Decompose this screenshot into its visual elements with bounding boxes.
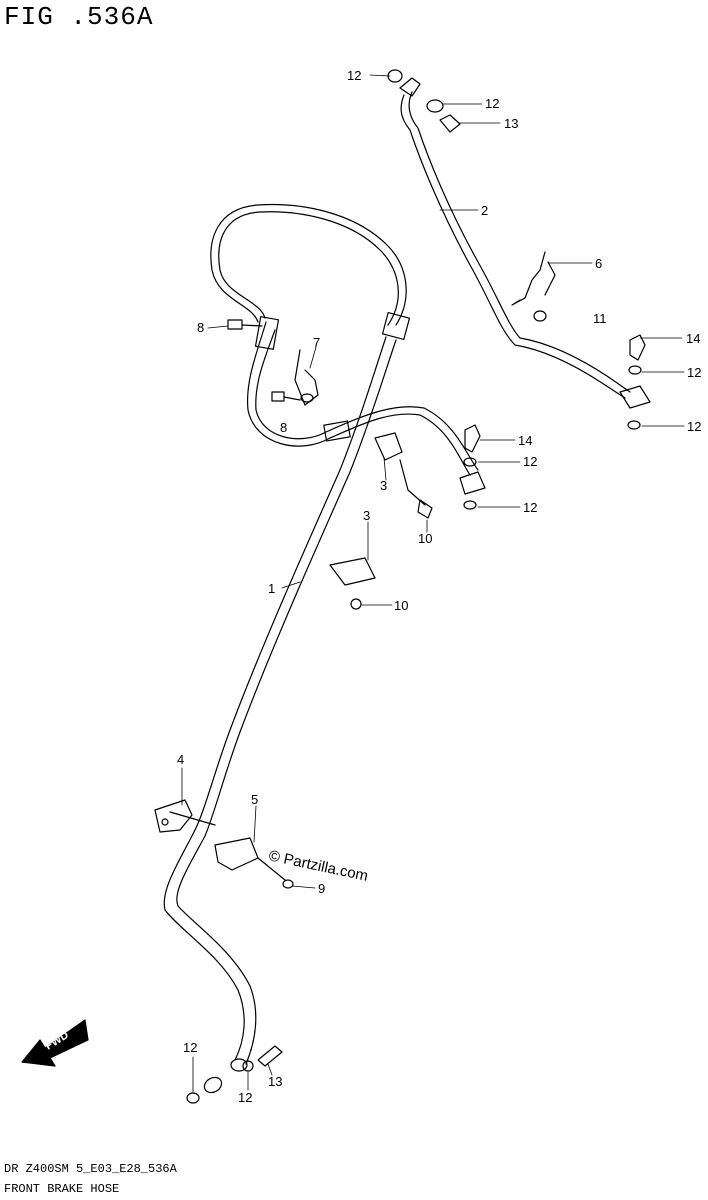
callout-label: 10 xyxy=(394,598,408,613)
bolts-8 xyxy=(227,319,301,402)
callout-label: 3 xyxy=(363,508,370,523)
leader-lines xyxy=(181,74,685,1093)
callout-label: 8 xyxy=(280,420,287,435)
callout-label: 14 xyxy=(518,433,532,448)
callout-label: 3 xyxy=(380,478,387,493)
fwd-arrow-icon xyxy=(21,1019,89,1067)
callout-label: 4 xyxy=(177,752,184,767)
callout-label: 5 xyxy=(251,792,258,807)
callout-label: 8 xyxy=(197,320,204,335)
bracket-7 xyxy=(294,349,319,406)
callout-label: 9 xyxy=(318,881,325,896)
brake-hose-loop xyxy=(210,203,479,476)
callout-label: 12 xyxy=(347,68,361,83)
callout-label: 7 xyxy=(313,335,320,350)
watermark: © Partzilla.com xyxy=(267,847,369,885)
brake-hose-1 xyxy=(163,336,397,1065)
callout-label: 14 xyxy=(686,331,700,346)
callout-label: 2 xyxy=(481,203,488,218)
callout-label: 12 xyxy=(523,500,537,515)
callout-label: 13 xyxy=(268,1074,282,1089)
callout-label: 11 xyxy=(593,311,607,326)
figure-code: DR Z400SM 5_E03_E28_536A xyxy=(4,1162,177,1176)
lower-fittings xyxy=(186,1045,283,1104)
callout-label: 1 xyxy=(268,581,275,596)
callout-label: 12 xyxy=(183,1040,197,1055)
callout-label: 12 xyxy=(687,419,701,434)
callout-label: 12 xyxy=(687,365,701,380)
callout-label: 12 xyxy=(523,454,537,469)
callout-label: 10 xyxy=(418,531,432,546)
brake-hose-2 xyxy=(399,77,631,399)
callout-label: 13 xyxy=(504,116,518,131)
clamp-5 xyxy=(214,837,294,889)
figure-title: FIG .536A xyxy=(4,2,154,32)
callout-labels: 12 12 13 2 6 11 14 12 12 8 7 8 14 12 12 … xyxy=(177,68,701,1105)
callout-label: 6 xyxy=(595,256,602,271)
callout-label: 12 xyxy=(238,1090,252,1105)
bracket-6 xyxy=(511,251,556,322)
clamp-4 xyxy=(154,799,216,833)
clamp-3 xyxy=(329,432,433,610)
figure-name: FRONT BRAKE HOSE xyxy=(4,1182,120,1196)
callout-label: 12 xyxy=(485,96,499,111)
